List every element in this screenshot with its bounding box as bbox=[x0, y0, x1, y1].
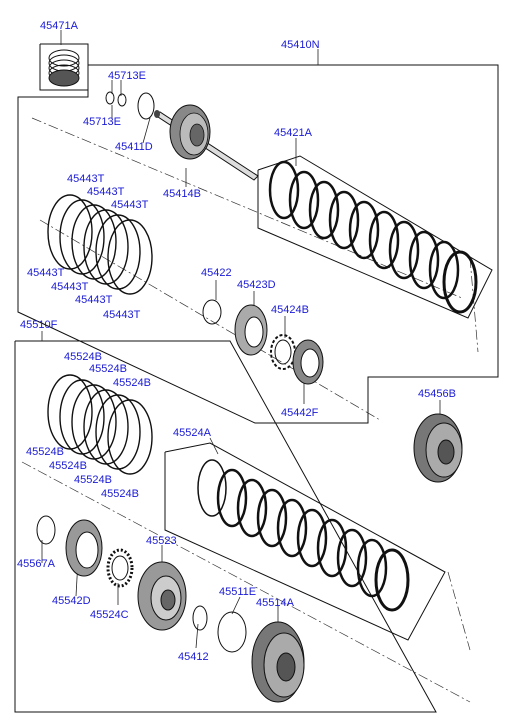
label-45443T-4[interactable]: 45443T bbox=[27, 267, 65, 279]
clutch-disc-pack-45421A-box bbox=[257, 155, 493, 319]
label-45524B-3[interactable]: 45524B bbox=[113, 377, 151, 389]
label-45456B[interactable]: 45456B bbox=[418, 388, 456, 400]
thrust-washer-45442F bbox=[292, 339, 324, 385]
label-45524C[interactable]: 45524C bbox=[90, 609, 129, 621]
o-ring-45411D bbox=[137, 92, 155, 120]
o-ring-45511E bbox=[217, 611, 247, 653]
spring-plate-45423D bbox=[234, 304, 268, 356]
label-45524B-1[interactable]: 45524B bbox=[64, 351, 102, 363]
label-45524B-4[interactable]: 45524B bbox=[26, 446, 64, 458]
label-45524B-6[interactable]: 45524B bbox=[74, 474, 112, 486]
assembly-45410N-boundary bbox=[17, 64, 499, 424]
input-shaft-45414B bbox=[154, 104, 259, 181]
hub-45456B bbox=[413, 413, 463, 483]
label-45524A[interactable]: 45524A bbox=[173, 427, 212, 439]
label-45410N[interactable]: 45410N bbox=[281, 39, 320, 51]
o-ring-45412 bbox=[192, 605, 208, 631]
clutch-discs-45421A bbox=[268, 160, 478, 314]
label-45524B-5[interactable]: 45524B bbox=[49, 460, 87, 472]
label-45421A[interactable]: 45421A bbox=[274, 127, 313, 139]
label-45443T-7[interactable]: 45443T bbox=[103, 309, 141, 321]
label-45442F[interactable]: 45442F bbox=[281, 407, 319, 419]
label-45471A[interactable]: 45471A bbox=[40, 20, 79, 32]
assembly-45510F-boundary bbox=[14, 340, 437, 713]
clutch-drum-45514A bbox=[251, 621, 305, 703]
leader-lines bbox=[41, 30, 441, 649]
snap-ring-45567A bbox=[36, 515, 56, 545]
label-45510F[interactable]: 45510F bbox=[20, 319, 58, 331]
label-45422[interactable]: 45422 bbox=[201, 267, 232, 279]
label-45443T-5[interactable]: 45443T bbox=[51, 281, 89, 293]
centerline-upper bbox=[31, 117, 463, 299]
centerline-middle bbox=[39, 219, 381, 421]
clutch-disc-pack-45524A-box bbox=[164, 442, 446, 641]
label-45523[interactable]: 45523 bbox=[146, 535, 177, 547]
label-45443T-1[interactable]: 45443T bbox=[67, 173, 105, 185]
piston-45523 bbox=[137, 561, 187, 631]
label-45524B-7[interactable]: 45524B bbox=[101, 488, 139, 500]
label-45443T-3[interactable]: 45443T bbox=[111, 199, 149, 211]
centerline-right-low bbox=[447, 571, 471, 651]
snap-ring-45713E bbox=[105, 91, 127, 107]
centerline-lower bbox=[21, 461, 471, 703]
clutch-discs-45524A bbox=[197, 459, 410, 612]
label-45423D[interactable]: 45423D bbox=[237, 279, 276, 291]
label-45713E-upper[interactable]: 45713E bbox=[108, 70, 146, 82]
label-45524B-2[interactable]: 45524B bbox=[89, 363, 127, 375]
snap-rings-45524B bbox=[47, 374, 153, 475]
snap-rings-45443T bbox=[47, 194, 153, 295]
label-45542D[interactable]: 45542D bbox=[52, 595, 91, 607]
retainer-45471A-box bbox=[39, 43, 89, 91]
label-45424B[interactable]: 45424B bbox=[271, 304, 309, 316]
label-45443T-2[interactable]: 45443T bbox=[87, 186, 125, 198]
label-45443T-6[interactable]: 45443T bbox=[75, 294, 113, 306]
label-45414B[interactable]: 45414B bbox=[163, 188, 201, 200]
spring-retainer-45471A bbox=[48, 49, 80, 87]
spring-ring-45524C bbox=[106, 548, 134, 588]
plate-45542D bbox=[65, 519, 103, 577]
label-45514A[interactable]: 45514A bbox=[256, 597, 295, 609]
label-45411D[interactable]: 45411D bbox=[115, 141, 153, 153]
bearing-ring-45424B bbox=[270, 334, 296, 370]
label-45511E[interactable]: 45511E bbox=[219, 586, 256, 598]
label-45713E-lower[interactable]: 45713E bbox=[83, 116, 121, 128]
label-45567A[interactable]: 45567A bbox=[17, 558, 56, 570]
label-45412[interactable]: 45412 bbox=[178, 651, 209, 663]
snap-ring-45422 bbox=[202, 299, 222, 325]
centerline-right bbox=[469, 257, 479, 353]
